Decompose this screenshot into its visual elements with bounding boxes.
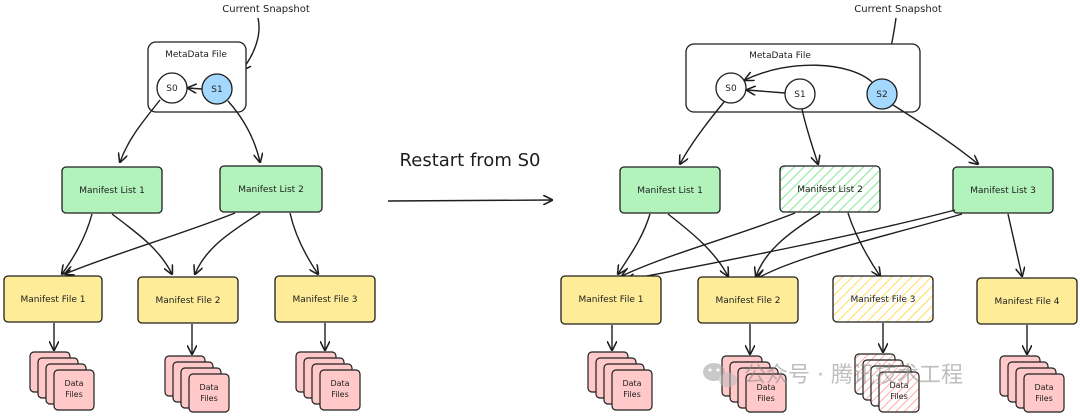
right-manifest-file-4 [976,277,1078,325]
operation-arrow [387,200,552,201]
left-data-files-1-label-a: Data [64,379,83,388]
right-manifest-file-2-label: Manifest File 2 [716,296,781,306]
right-ml2-to-mf1-arrow [622,212,796,276]
left-manifest-file-3 [274,275,376,323]
right-data-files-4-label-b: Files [1035,394,1053,403]
right-data-files-3-label-a: Data [889,381,908,390]
right-data-files-1: Data Files [587,351,653,411]
right-data-files-1-label-a: Data [622,379,641,388]
right-s1-to-s0-arrow [747,90,786,93]
left-snapshot-s0-label: S0 [166,84,178,94]
right-manifest-file-1 [560,275,662,325]
right-manifest-file-3-label: Manifest File 3 [851,295,916,305]
right-manifest-list-1 [619,166,721,214]
right-data-files-3: Data Files [854,353,920,413]
right-manifest-list-3-label: Manifest List 3 [970,186,1036,196]
right-s0-to-ml1-arrow [680,101,725,164]
left-ml2-to-mf2-arrow [195,212,261,274]
left-manifest-file-2 [137,276,239,324]
right-snapshot-s0-label: S0 [725,84,737,94]
left-data-files-3: Data Files [295,351,361,411]
right-ml3-to-mf2-arrow [758,213,963,278]
right-snapshot-s1 [784,78,816,110]
right-data-files-1-label-b: Files [623,390,641,399]
right-manifest-file-4-label: Manifest File 4 [995,297,1060,307]
right-manifest-file-3 [832,275,934,323]
left-data-files-3-label-a: Data [330,379,349,388]
watermark: 公众号 · 腾讯技术工程 [703,363,963,388]
right-data-files-3-label-b: Files [890,392,908,401]
left-ml2-to-mf3-arrow [289,212,318,274]
right-current-snapshot-label: Current Snapshot [854,4,942,15]
right-ml1-to-mf1-arrow [618,213,651,274]
left-data-files-3-label-b: Files [331,390,349,399]
right-manifest-file-2 [697,276,799,324]
left-manifest-list-2 [219,165,323,213]
right-manifest-list-3 [952,166,1054,214]
left-manifest-list-1 [61,166,163,214]
operation-annotation: Restart from S0 [387,150,552,201]
left-data-files-1-label-b: Files [65,390,83,399]
watermark-text: 公众号 · 腾讯技术工程 [744,363,963,388]
left-manifest-file-2-label: Manifest File 2 [156,296,221,306]
left-data-files-2: Data Files [164,355,230,413]
left-manifest-list-1-label: Manifest List 1 [79,186,145,196]
right-snapshot-s2-label: S2 [876,90,887,100]
left-ml1-to-mf2-arrow [111,213,172,274]
right-ml1-to-mf2-arrow [667,213,728,276]
right-s1-to-ml2-arrow [801,108,818,164]
right-s2-to-s0-arrow [745,64,873,83]
left-data-files-1: Data Files [29,351,95,411]
right-manifest-list-2 [779,165,881,213]
right-snapshot-s1-label: S1 [794,90,805,100]
operation-label: Restart from S0 [400,150,541,171]
right-manifest-list-2-label: Manifest List 2 [797,185,863,195]
left-metadata-title: MetaData File [165,50,227,60]
right-data-files-4: Data Files [999,355,1065,413]
left-data-files-2-label-b: Files [200,394,218,403]
right-ml3-to-mf4-arrow [1007,213,1022,276]
left-s1-to-s0-arrow [188,88,203,89]
left-s1-to-ml2-arrow [227,100,260,162]
left-current-snapshot-label: Current Snapshot [222,4,310,15]
left-snapshot-s1-label: S1 [211,85,222,95]
left-data-files-2-label-a: Data [199,383,218,392]
left-s0-to-ml1-arrow [120,99,161,162]
left-manifest-file-1 [3,275,103,323]
right-manifest-file-1-label: Manifest File 1 [579,295,644,305]
right-manifest-list-1-label: Manifest List 1 [637,186,703,196]
right-data-files-4-label-a: Data [1034,383,1053,392]
left-diagram: Current Snapshot MetaData File S0 S1 Man… [3,4,376,413]
right-ml3-to-mf1-arrow [626,209,956,280]
right-ml2-to-mf2-arrow [756,212,821,276]
left-manifest-file-3-label: Manifest File 3 [293,295,358,305]
left-ml2-to-mf1-arrow [65,212,236,274]
left-manifest-file-1-label: Manifest File 1 [21,295,86,305]
right-snapshot-s2 [866,78,898,110]
wechat-icon [703,363,737,388]
right-s2-to-ml3-arrow [892,104,978,164]
left-manifest-list-2-label: Manifest List 2 [238,185,304,195]
right-data-files-2-label-b: Files [757,394,775,403]
right-diagram: Current Snapshot MetaData File S0 S1 S2 … [560,4,1078,413]
right-metadata-title: MetaData File [749,51,811,61]
right-data-files-2-label-a: Data [756,383,775,392]
right-ml2-to-mf3-arrow [847,212,880,276]
